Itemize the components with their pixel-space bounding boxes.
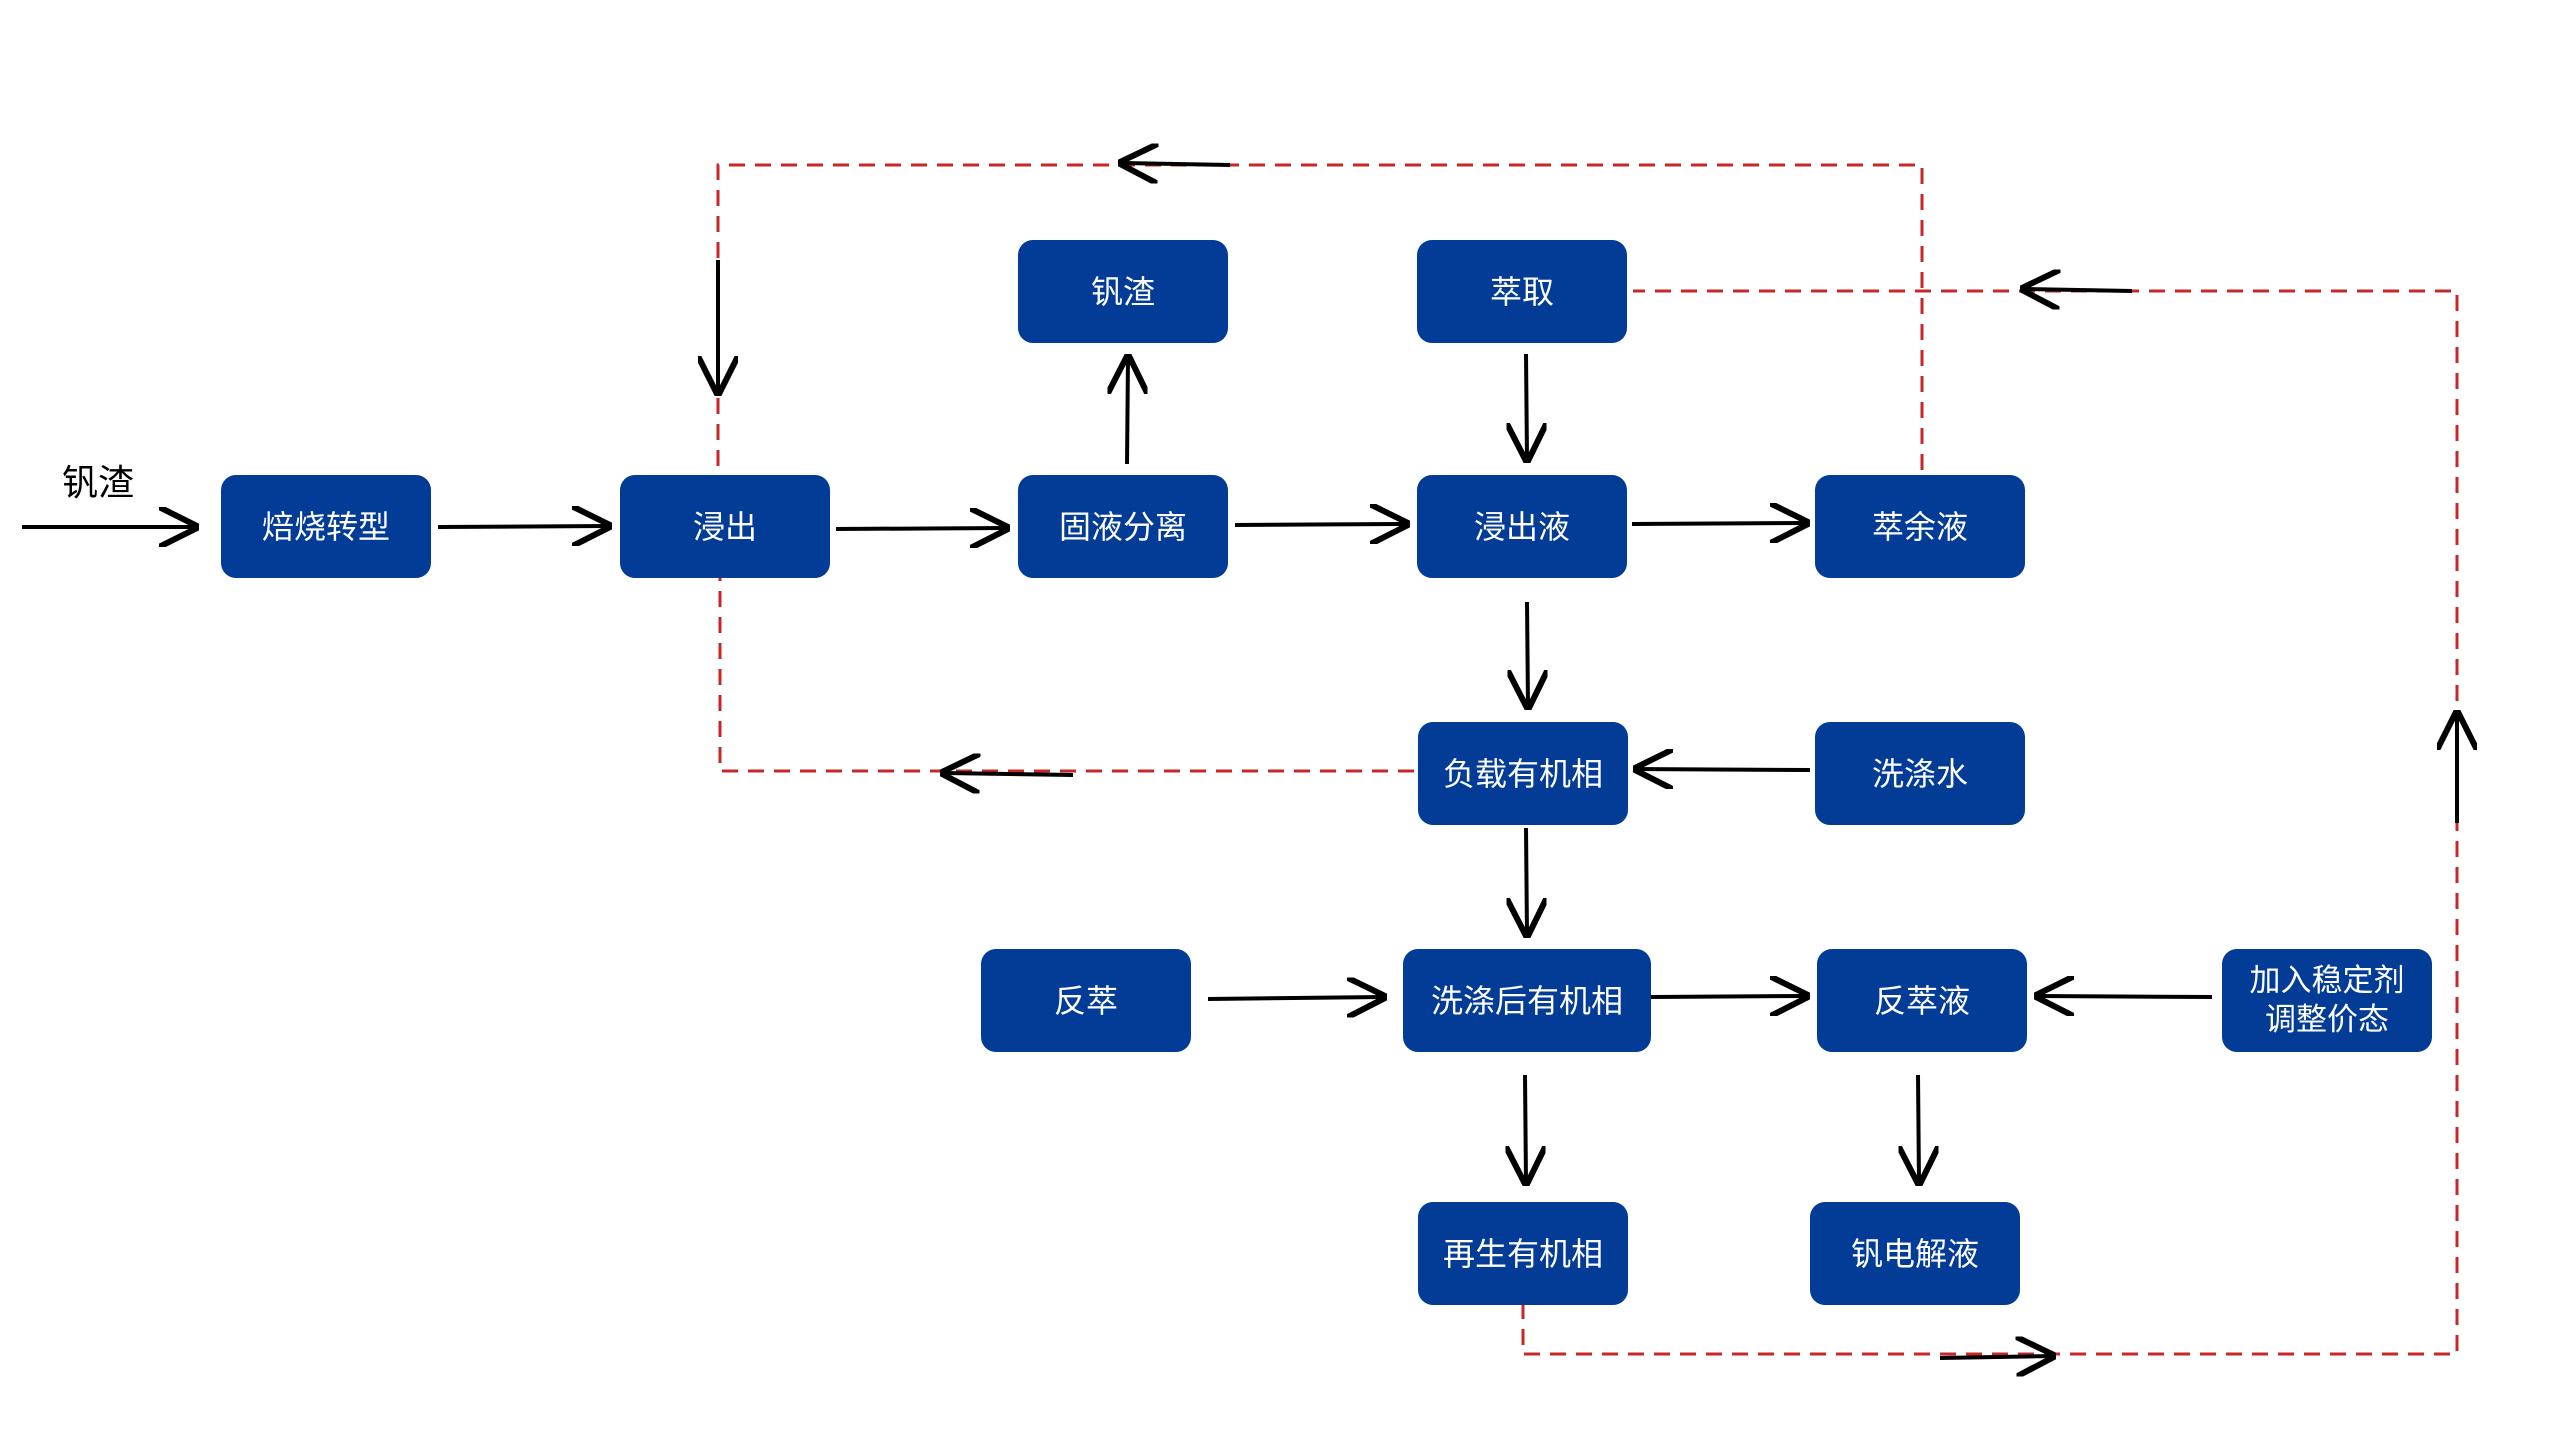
arrow-leachate-to-raffinate — [1631, 523, 1806, 524]
arrow-wash-water-to-loaded-organic — [1637, 769, 1811, 770]
process-node-roast[interactable]: 焙烧转型 — [221, 475, 431, 578]
process-node-solid-liquid-separation[interactable]: 固液分离 — [1018, 475, 1228, 578]
process-node-regenerated-organic[interactable]: 再生有机相 — [1418, 1202, 1628, 1305]
recycle-arrow-top-right-left — [2024, 289, 2133, 291]
recycle-arrow-loaded-organic-left — [944, 773, 1074, 775]
recycle-arrow-bottom-right — [1939, 1356, 2052, 1358]
process-node-extraction[interactable]: 萃取 — [1417, 240, 1627, 343]
arrow-roast-to-leach — [437, 526, 608, 527]
arrow-separation-to-vanadium-slag — [1127, 358, 1128, 465]
process-node-strip-liquor[interactable]: 反萃液 — [1817, 949, 2027, 1052]
arrow-leachate-to-loaded-organic — [1527, 601, 1528, 706]
input-label-vanadium-slag: 钒渣 — [62, 463, 135, 504]
process-node-vanadium-slag-output[interactable]: 钒渣 — [1018, 240, 1228, 343]
recycle-loop-raffinate-to-leach — [716, 163, 1924, 470]
process-node-back-extraction[interactable]: 反萃 — [981, 949, 1191, 1052]
arrow-back-extraction-to-washed-organic — [1207, 997, 1383, 999]
arrow-separation-to-leachate — [1234, 524, 1406, 525]
arrow-washed-organic-to-strip-liquor — [1649, 996, 1806, 997]
process-node-leachate[interactable]: 浸出液 — [1417, 475, 1627, 578]
arrow-leach-to-separation — [835, 528, 1006, 529]
recycle-arrow-top-left — [1122, 163, 1231, 165]
process-node-stabilizer-valence-adjustment[interactable]: 加入稳定剂 调整价态 — [2222, 949, 2432, 1052]
process-node-washed-organic[interactable]: 洗涤后有机相 — [1403, 949, 1651, 1052]
process-node-raffinate[interactable]: 萃余液 — [1815, 475, 2025, 578]
process-node-wash-water[interactable]: 洗涤水 — [1815, 722, 2025, 825]
arrow-strip-liquor-to-electrolyte — [1918, 1074, 1919, 1182]
process-node-vanadium-electrolyte[interactable]: 钒电解液 — [1810, 1202, 2020, 1305]
recycle-loop-loaded-organic-to-leach — [718, 578, 1414, 773]
arrow-extraction-to-leachate — [1526, 353, 1527, 459]
process-node-leach[interactable]: 浸出 — [620, 475, 830, 578]
arrow-loaded-organic-to-washed-organic — [1526, 827, 1527, 934]
process-node-loaded-organic[interactable]: 负载有机相 — [1418, 722, 1628, 825]
recycle-loop-regenerated-to-extraction — [1521, 289, 2459, 1356]
arrow-washed-organic-to-regenerated-organic — [1525, 1074, 1526, 1182]
arrow-stabilizer-to-strip-liquor — [2038, 996, 2213, 997]
